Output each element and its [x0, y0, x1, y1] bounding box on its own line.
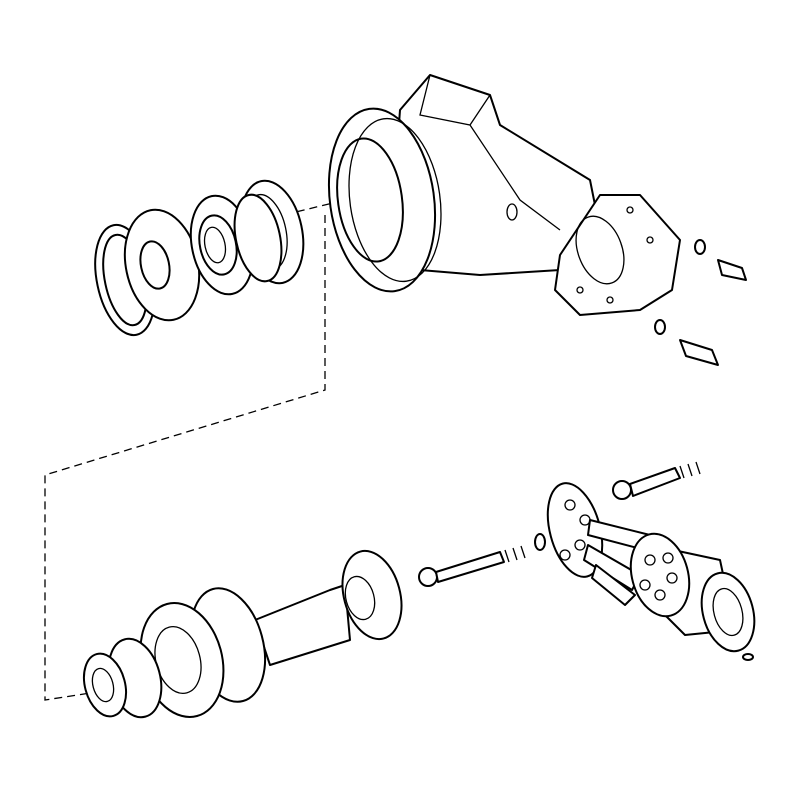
valve-plate [700, 571, 756, 653]
upper-center-pin [612, 461, 701, 500]
end-cover [554, 194, 681, 316]
motor-housing [327, 74, 601, 293]
cover-bolt-upper [694, 239, 747, 281]
seal-ring-pair [233, 179, 305, 285]
drive-shaft [254, 549, 403, 666]
bearing-nut [82, 637, 163, 719]
locating-pin [742, 653, 754, 661]
center-pin [418, 533, 546, 587]
cover-bolt-lower [654, 319, 719, 366]
